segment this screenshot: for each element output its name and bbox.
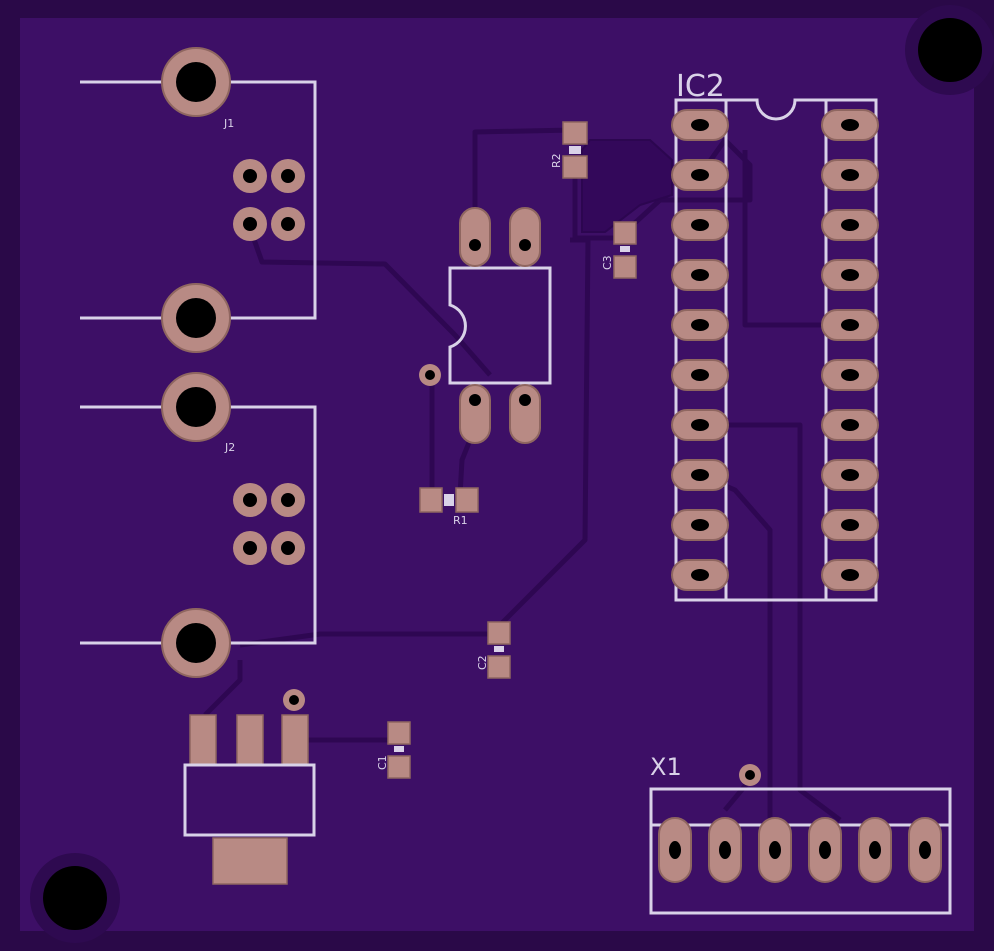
capacitor-c3: C3 [601,221,637,279]
traces [203,127,850,822]
label-c2: C2 [476,655,489,670]
mounting-hole-bottom-left [43,866,107,930]
connector-j1: J1 [80,47,317,353]
label-c1: C1 [376,755,389,770]
ic2-package: IC2 [671,69,879,602]
trace-r2-ic2 [572,165,620,241]
voltage-regulator [183,714,316,885]
label-r1: R1 [453,514,468,527]
label-c3: C3 [601,255,614,270]
trace-j1-ic1 [247,227,492,377]
trace-r1-right [457,439,473,496]
ic2-pins-left [671,109,729,591]
trace-ic2-pin2 [623,137,753,234]
header-x1: X1 [649,753,952,915]
trace-j2-c2 [239,631,495,648]
mounting-hole-top-right [918,18,982,82]
trace-r2-top [472,127,574,222]
capacitor-c2: C2 [476,621,511,679]
label-j2: J2 [224,441,235,454]
connector-j2: J2 [80,372,317,678]
label-x1: X1 [650,753,682,781]
label-ic2: IC2 [676,69,725,104]
mounting-holes [30,5,994,943]
vias [283,364,761,786]
trace-ic2-x1a [700,422,842,822]
label-r2: R2 [550,153,563,168]
resistor-r2: R2 [550,121,588,179]
resistor-r1: R1 [419,487,479,527]
capacitor-c1: C1 [376,721,411,779]
ic1-package [448,207,552,444]
label-j1: J1 [223,117,234,130]
trace-j2-reg [203,660,243,717]
ic2-pins-right [821,109,879,591]
trace-ic2-right [742,150,850,328]
board-fill [20,18,974,931]
